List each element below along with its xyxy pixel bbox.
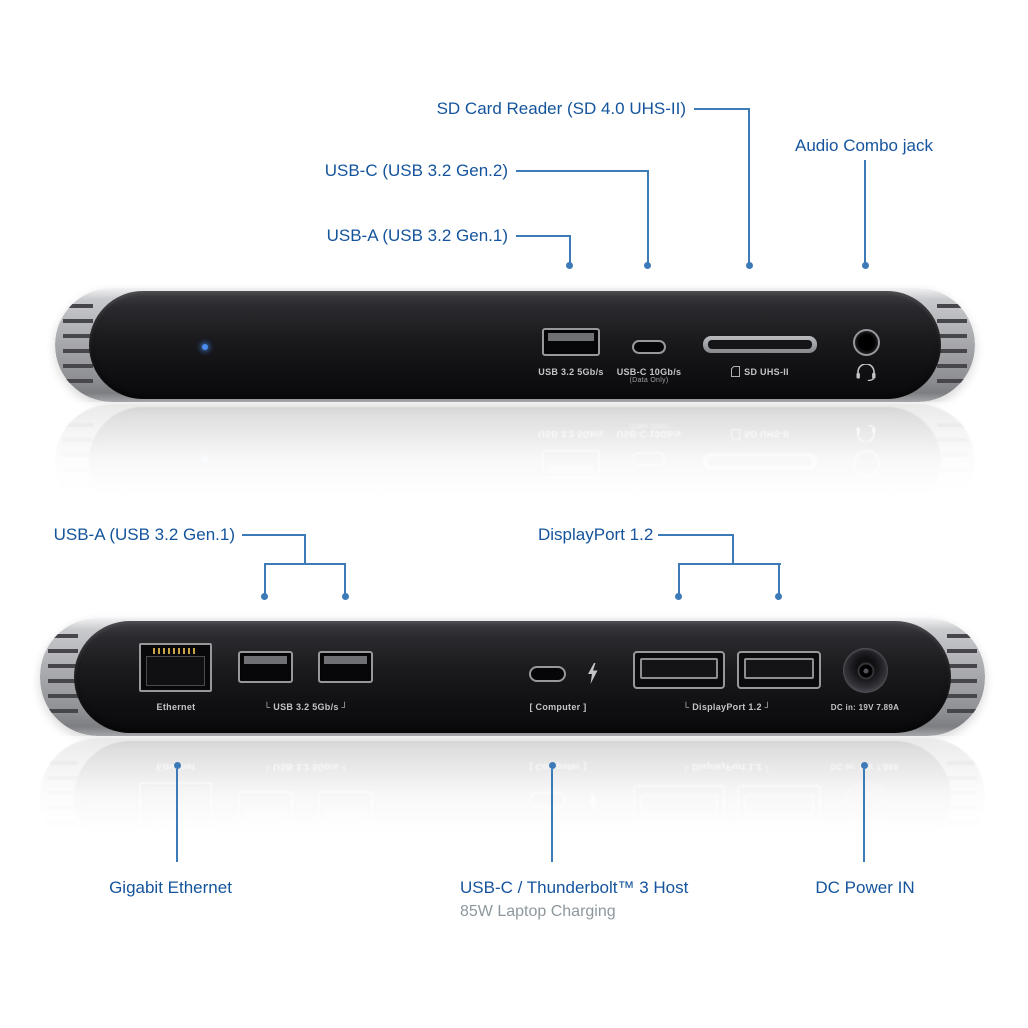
callout-dot [261, 593, 268, 600]
usb-c-port-sublabel: (Data Only) [629, 377, 669, 384]
callout-dot [675, 593, 682, 600]
callout-line [516, 235, 570, 237]
usb-a-ports-label: └ USB 3.2 5Gb/s ┘ [263, 702, 349, 712]
callout-usb-a: USB-A (USB 3.2 Gen.1) [326, 226, 508, 245]
callout-laptop-charging: 85W Laptop Charging [460, 903, 616, 920]
callout-displayport: DisplayPort 1.2 [538, 525, 654, 544]
reflection-fade [45, 402, 985, 527]
callout-usb-c: USB-C (USB 3.2 Gen.2) [324, 161, 508, 180]
usb-a-tongue [244, 656, 287, 664]
displayport-inner [640, 658, 718, 679]
callout-dc-power: DC Power IN [815, 878, 915, 897]
dc-jack-pin [863, 668, 868, 673]
callout-line [264, 563, 266, 596]
callout-line [678, 563, 781, 565]
callout-line [678, 563, 680, 596]
thunderbolt-icon [588, 663, 598, 684]
sd-card-icon [731, 366, 741, 377]
usb-a-port [542, 328, 600, 356]
callout-line [344, 563, 346, 596]
callout-line [732, 534, 734, 565]
callout-dot [566, 262, 573, 269]
callout-dot [775, 593, 782, 600]
audio-jack [853, 329, 880, 356]
usb-a-port-2 [318, 651, 373, 683]
callout-dot [746, 262, 753, 269]
headset-icon [856, 364, 876, 381]
callout-dot [861, 762, 868, 769]
ethernet-inner [146, 656, 205, 686]
callout-dot [342, 593, 349, 600]
callout-dot [174, 762, 181, 769]
ethernet-pins [153, 648, 198, 654]
callout-audio-jack: Audio Combo jack [795, 136, 933, 155]
computer-port-label: [ Computer ] [529, 702, 587, 712]
cooling-fins-right [937, 304, 967, 386]
callout-line [647, 170, 649, 266]
usb-a-port-label: USB 3.2 5Gb/s [538, 367, 604, 377]
callout-line [176, 769, 178, 862]
callout-dot [549, 762, 556, 769]
cooling-fins-right [947, 634, 977, 720]
usb-c-port-label: USB-C 10Gb/s [616, 367, 682, 377]
callout-line [778, 563, 780, 596]
cooling-fins-left [63, 304, 93, 386]
callout-usb-a-back: USB-A (USB 3.2 Gen.1) [53, 525, 235, 544]
callout-thunderbolt-host: USB-C / Thunderbolt™ 3 Host [460, 878, 689, 897]
callout-line [748, 108, 750, 266]
dock-back-view: Ethernet └ USB 3.2 5Gb/s ┘ [ Computer ] … [40, 618, 985, 736]
callout-line [864, 160, 866, 266]
dc-port-label: DC in: 19V 7.89A [830, 703, 900, 712]
power-led [202, 344, 208, 350]
ethernet-port-label: Ethernet [156, 702, 196, 712]
sd-card-slot [703, 336, 817, 353]
ethernet-port [139, 643, 212, 692]
callout-line [264, 563, 346, 565]
cooling-fins-left [48, 634, 78, 720]
callout-line [658, 534, 734, 536]
dock-front-view: USB 3.2 5Gb/s USB-C 10Gb/s (Data Only) S… [55, 288, 975, 402]
usb-c-port [632, 340, 666, 354]
usb-a-port-1 [238, 651, 293, 683]
callout-line [551, 769, 553, 862]
dc-power-jack [843, 648, 888, 693]
sd-port-label-row: SD UHS-II [710, 366, 810, 377]
displayport-label: └ DisplayPort 1.2 ┘ [682, 702, 772, 712]
usb-a-tongue [324, 656, 367, 664]
reflection-fade [30, 736, 995, 866]
callout-line [242, 534, 306, 536]
displayport-2 [737, 651, 821, 689]
callout-dot [862, 262, 869, 269]
usb-c-host-port [529, 666, 566, 682]
callout-line [304, 534, 306, 565]
displayport-1 [633, 651, 725, 689]
callout-dot [644, 262, 651, 269]
callout-line [863, 769, 865, 862]
callout-line [516, 170, 649, 172]
callout-line [569, 235, 571, 266]
callout-sd-reader: SD Card Reader (SD 4.0 UHS-II) [436, 99, 686, 118]
usb-a-tongue [548, 333, 594, 341]
callout-line [694, 108, 750, 110]
sd-slot-opening [708, 340, 812, 349]
callout-gigabit-ethernet: Gigabit Ethernet [109, 878, 232, 897]
sd-port-label: SD UHS-II [744, 366, 789, 377]
displayport-inner [744, 658, 814, 679]
